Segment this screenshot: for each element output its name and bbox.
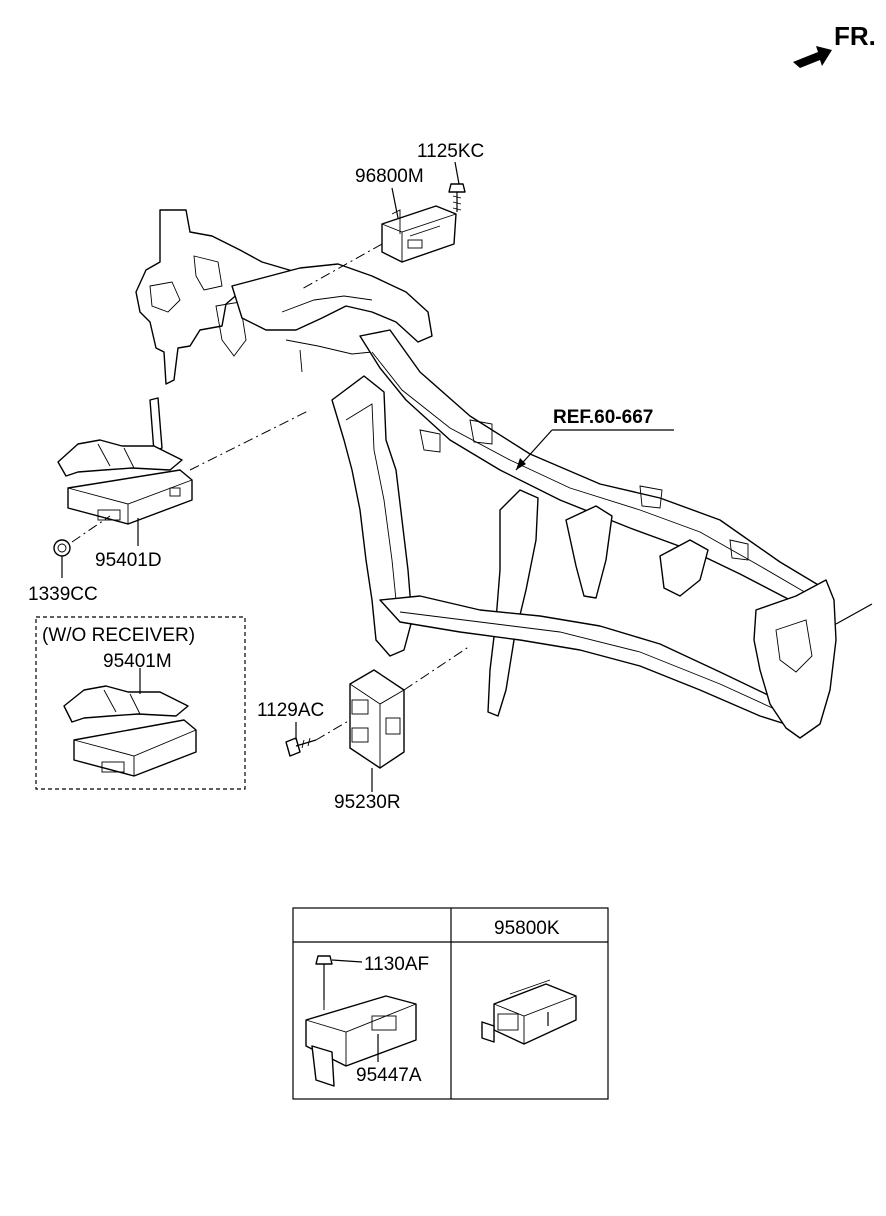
arrow-forward-icon [793,46,832,68]
variant-box [35,616,246,790]
label-95800k: 95800K [494,918,560,939]
direction-label: FR. [834,21,876,51]
label-ref-60-667: REF.60-667 [553,407,653,428]
module-95230r-assembly [285,645,471,792]
direction-indicator: FR. [793,21,876,68]
option-table [292,907,609,1100]
label-95230r: 95230R [334,792,401,813]
label-wo-receiver: (W/O RECEIVER) [42,625,195,646]
crossbar-frame [135,209,873,739]
label-1129ac: 1129AC [257,700,324,721]
label-1130af: 1130AF [364,954,429,975]
label-95447a: 95447A [356,1065,422,1086]
reference-callout [515,429,674,471]
label-1339cc: 1339CC [28,584,98,605]
label-95401d: 95401D [95,550,162,571]
label-95401m: 95401M [103,651,172,672]
module-95401d-assembly [53,397,311,578]
module-96800m-assembly [299,161,466,291]
label-96800m: 96800M [355,166,424,187]
label-1125kc: 1125KC [417,141,484,162]
